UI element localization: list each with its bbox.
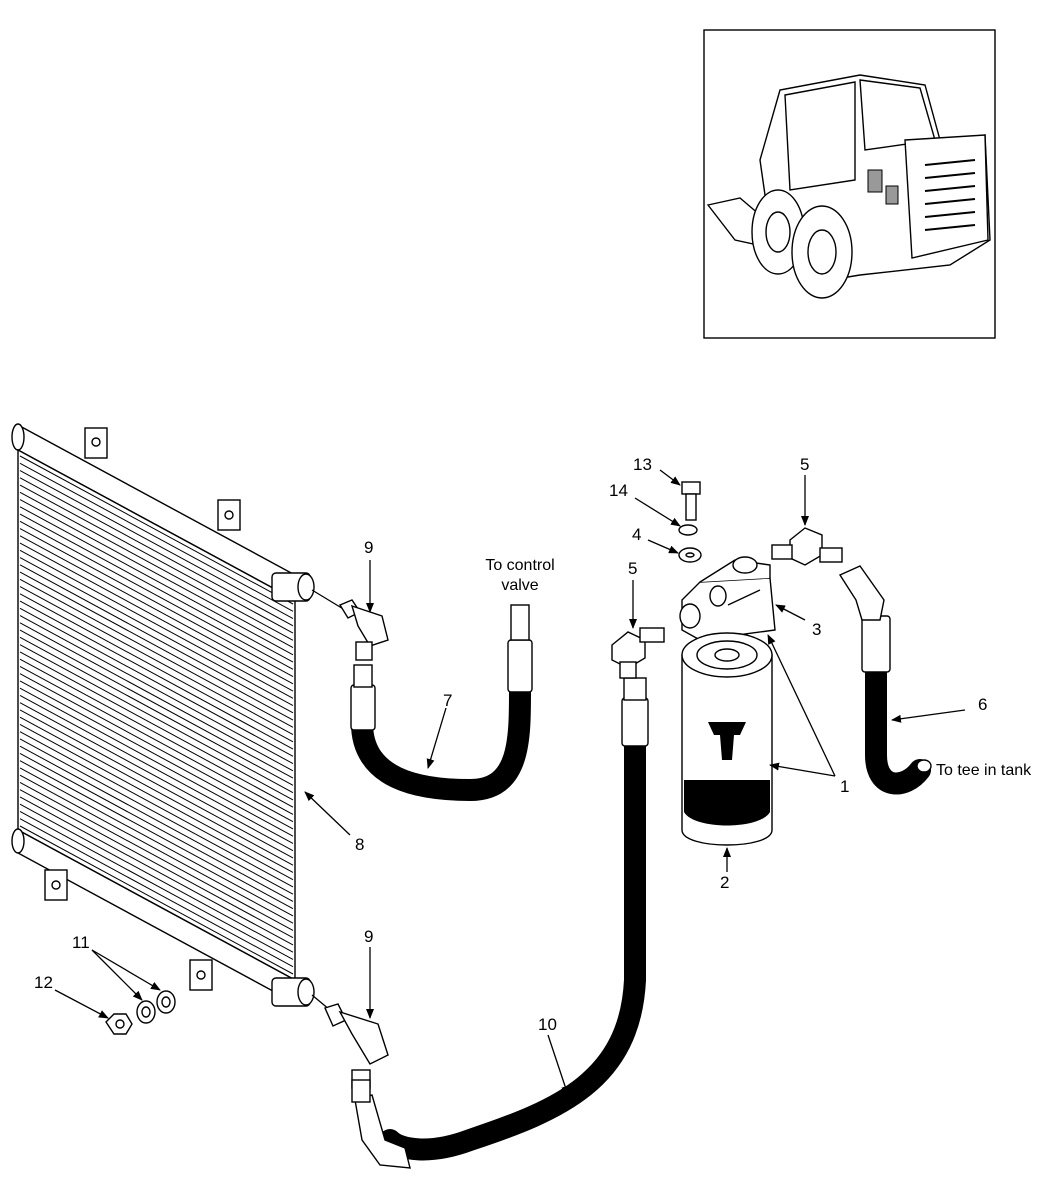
callout-8: 8	[355, 835, 364, 854]
callout-7: 7	[443, 691, 452, 710]
bolt-icon	[681, 481, 701, 521]
lock-washer-icon	[678, 524, 698, 536]
callout-11: 11	[72, 933, 90, 952]
tee-fitting-left-icon	[611, 627, 665, 679]
callout-leaders	[54, 469, 966, 1096]
hose-10-icon	[351, 677, 649, 1169]
callout-9-lower: 9	[364, 927, 373, 946]
callout-5-left: 5	[628, 559, 637, 578]
oil-filter-icon	[681, 632, 773, 846]
nut-icon	[105, 1013, 133, 1035]
callout-5-right: 5	[800, 455, 809, 474]
callout-2: 2	[720, 873, 729, 892]
hose-6-icon	[838, 565, 932, 795]
hose-7-icon	[350, 604, 533, 801]
callout-6: 6	[978, 695, 987, 714]
callout-14: 14	[609, 481, 628, 500]
callout-3: 3	[812, 620, 821, 639]
callout-4: 4	[632, 525, 641, 544]
elbow-fitting-upper-icon	[311, 589, 389, 661]
note-to-tee-in-tank: To tee in tank	[936, 762, 1032, 779]
tee-fitting-right-icon	[771, 527, 843, 566]
washers-11-icon	[136, 990, 176, 1024]
note-to-control-line2: valve	[501, 577, 538, 594]
filter-head-icon	[679, 556, 776, 641]
flat-washer-icon	[678, 547, 702, 563]
note-to-control-line1: To control	[485, 557, 554, 574]
skid-steer-loader-icon	[703, 29, 996, 339]
callout-10: 10	[538, 1015, 557, 1034]
callout-9-upper: 9	[364, 538, 373, 557]
callout-12: 12	[34, 973, 53, 992]
callout-1: 1	[840, 777, 849, 796]
oil-cooler-icon	[11, 423, 315, 1007]
callout-13: 13	[633, 455, 652, 474]
elbow-fitting-lower-icon	[311, 994, 389, 1089]
